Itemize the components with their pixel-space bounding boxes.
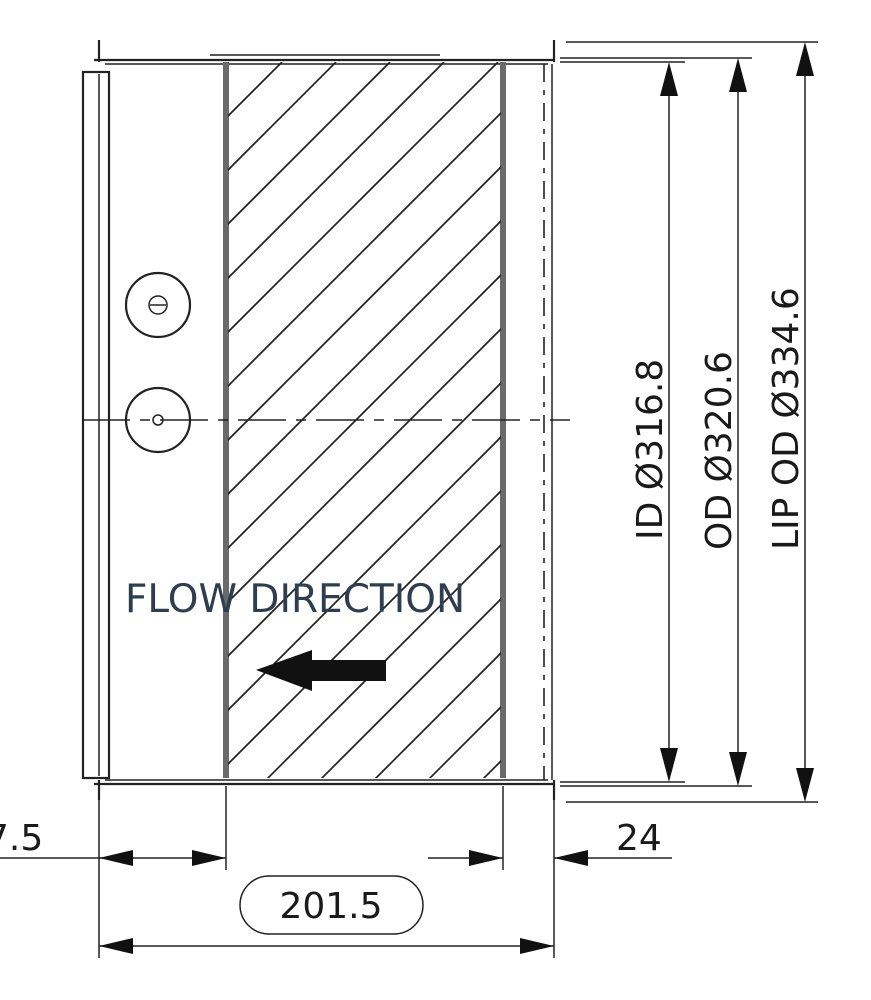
dimension-left-length-text: 7.5	[0, 818, 43, 859]
hatch-line	[228, 62, 391, 226]
hatch-line	[0, 62, 174, 782]
hatch-line	[804, 62, 871, 782]
sensor-boss-upper	[124, 271, 192, 339]
hatch-line	[228, 165, 501, 442]
hatch-line	[642, 62, 871, 782]
dimension-lip-od: LIP OD Ø334.6	[566, 41, 818, 803]
hatch-line	[228, 381, 501, 658]
hatch-line	[0, 62, 12, 782]
flow-arrow-icon	[256, 650, 386, 691]
hatch-line	[228, 327, 501, 604]
hatch-line	[228, 62, 445, 280]
hatch-line	[228, 435, 501, 712]
dimension-od-text: OD Ø320.6	[699, 351, 740, 550]
left-flange	[81, 40, 554, 800]
hatch-line	[858, 62, 871, 782]
dimension-id-text: ID Ø316.8	[630, 359, 671, 540]
dimension-left-length: 7.5	[0, 786, 227, 958]
hatch-line	[228, 62, 229, 64]
hatch-line	[320, 597, 501, 778]
dimension-id: ID Ø316.8	[560, 61, 685, 783]
hatch-line	[0, 62, 66, 782]
hatch-line	[228, 62, 499, 334]
hatch-line	[482, 759, 501, 778]
hatch-line	[228, 273, 501, 550]
dimension-overall-length-text: 201.5	[279, 886, 382, 927]
right-lip	[543, 40, 556, 800]
hatch-line	[228, 62, 283, 118]
dimension-lip-od-text: LIP OD Ø334.6	[766, 287, 807, 550]
outer-body	[105, 54, 548, 781]
hatch-line	[228, 219, 501, 496]
dimension-overall-length: 201.5	[99, 875, 554, 954]
hatch-line	[374, 651, 501, 778]
dimension-od: OD Ø320.6	[560, 57, 752, 787]
hatch-line	[0, 62, 120, 782]
dimension-right-length-text: 24	[616, 818, 662, 859]
hatch-line	[228, 111, 501, 388]
substrate-hatching	[0, 62, 871, 782]
dimension-right-length: 24	[428, 786, 672, 958]
flow-direction-label: FLOW DIRECTION	[125, 577, 465, 622]
